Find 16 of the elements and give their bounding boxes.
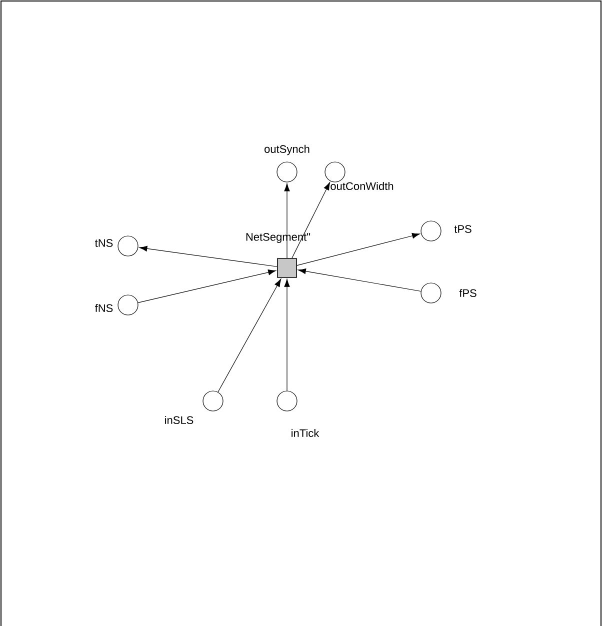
node-label: outConWidth — [330, 182, 394, 190]
arrow — [298, 268, 422, 292]
node-label: outSynch — [264, 144, 310, 156]
node-label: tPS — [454, 225, 472, 233]
arrow — [292, 182, 330, 258]
arrow — [138, 270, 276, 303]
arrow — [284, 183, 290, 258]
node-label: inTick — [292, 428, 320, 438]
node-label: tNS — [95, 239, 113, 247]
node-label: fNS — [94, 304, 113, 312]
arrow — [296, 233, 420, 266]
arrow — [284, 278, 290, 391]
arrow — [218, 278, 282, 392]
arrow — [139, 246, 278, 267]
node-label: fPS — [459, 288, 476, 298]
node-label: inSLS — [165, 416, 194, 424]
